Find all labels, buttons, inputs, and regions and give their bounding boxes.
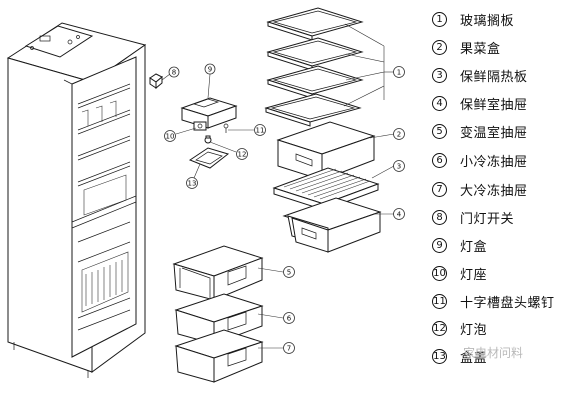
legend-item: 1 玻璃搁板	[432, 9, 514, 29]
legend-item: 12 灯泡	[432, 318, 487, 338]
glass-shelf	[266, 37, 364, 71]
svg-text:11: 11	[256, 127, 265, 135]
legend-number: 9	[432, 237, 447, 253]
glass-shelves	[264, 7, 364, 127]
svg-text:10: 10	[166, 133, 175, 141]
legend-label: 变温室抽屉	[460, 125, 528, 141]
legend-label: 盒盖	[460, 350, 488, 366]
box-cover	[188, 147, 230, 169]
callout-6: 6	[283, 312, 295, 324]
legend-item: 2 果菜盒	[432, 37, 501, 57]
legend-item: 6 小冷冻抽屉	[432, 150, 528, 170]
legend-item: 13 盒盖	[432, 346, 487, 366]
legend-label: 小冷冻抽屉	[460, 154, 528, 170]
callout-10: 10	[164, 130, 176, 142]
legend-label: 门灯开关	[460, 211, 515, 227]
variable-temp-drawer	[172, 245, 264, 301]
callout-7: 7	[283, 342, 295, 354]
legend-label: 玻璃搁板	[460, 13, 515, 29]
callout-12: 12	[236, 148, 248, 160]
door-switch	[149, 73, 163, 90]
lamp-assembly	[149, 73, 238, 169]
glass-shelf	[266, 7, 364, 41]
callout-3: 3	[393, 160, 405, 172]
refrigerator-cabinet	[6, 22, 147, 378]
watermark: 家电材问料	[463, 346, 524, 360]
callout-11: 11	[254, 124, 266, 136]
svg-text:9: 9	[208, 66, 212, 74]
svg-text:8: 8	[172, 69, 176, 77]
legend-number: 7	[432, 181, 447, 197]
lamp-holder	[193, 121, 207, 131]
legend-number: 1	[432, 11, 447, 27]
callout-9: 9	[204, 63, 216, 75]
callout-4: 4	[393, 208, 405, 220]
svg-text:2: 2	[397, 131, 401, 139]
svg-text:7: 7	[287, 345, 291, 353]
legend-number: 4	[432, 95, 447, 111]
leader-lines	[161, 23, 395, 349]
callout-13: 13	[186, 177, 198, 189]
legend-label: 保鲜隔热板	[460, 69, 528, 85]
legend-number: 2	[432, 39, 447, 55]
legend-number: 8	[432, 209, 447, 225]
legend-label: 灯座	[460, 267, 488, 283]
svg-text:3: 3	[397, 163, 401, 171]
fresh-drawer	[282, 197, 382, 253]
legend-label: 灯盒	[460, 239, 488, 255]
callout-5: 5	[283, 266, 295, 278]
screw	[223, 123, 229, 133]
legend-number: 11	[432, 293, 447, 309]
svg-text:5: 5	[287, 269, 291, 277]
glass-shelf	[264, 93, 362, 127]
legend-item: 4 保鲜室抽屉	[432, 93, 528, 113]
legend-number: 13	[432, 348, 447, 364]
callout-8: 8	[168, 66, 180, 78]
lamp-box	[180, 97, 238, 129]
legend-label: 果菜盒	[460, 41, 501, 57]
legend-label: 灯泡	[460, 322, 488, 338]
legend-item: 5 变温室抽屉	[432, 121, 528, 141]
svg-text:4: 4	[397, 211, 402, 219]
glass-shelf	[266, 65, 364, 99]
svg-text:6: 6	[287, 315, 292, 323]
big-freezer-drawer	[174, 329, 264, 383]
legend-number: 12	[432, 320, 447, 336]
legend-label: 保鲜室抽屉	[460, 97, 528, 113]
legend-label: 大冷冻抽屉	[460, 183, 528, 199]
legend-label: 十字槽盘头螺钉	[460, 295, 555, 311]
callout-1: 1	[393, 66, 405, 78]
bulb	[204, 135, 212, 144]
legend-item: 9 灯盒	[432, 235, 487, 255]
legend-number: 5	[432, 123, 447, 139]
legend-item: 7 大冷冻抽屉	[432, 179, 528, 199]
legend-item: 10 灯座	[432, 263, 487, 283]
callout-2: 2	[393, 128, 405, 140]
svg-text:13: 13	[188, 180, 197, 188]
legend-item: 8 门灯开关	[432, 207, 514, 227]
legend-number: 10	[432, 265, 447, 281]
legend-number: 6	[432, 152, 447, 168]
legend-item: 3 保鲜隔热板	[432, 65, 528, 85]
legend-item: 11 十字槽盘头螺钉	[432, 291, 555, 311]
insulation-plate	[272, 167, 380, 211]
legend-number: 3	[432, 67, 447, 83]
svg-text:12: 12	[238, 151, 247, 159]
svg-text:1: 1	[397, 69, 401, 77]
